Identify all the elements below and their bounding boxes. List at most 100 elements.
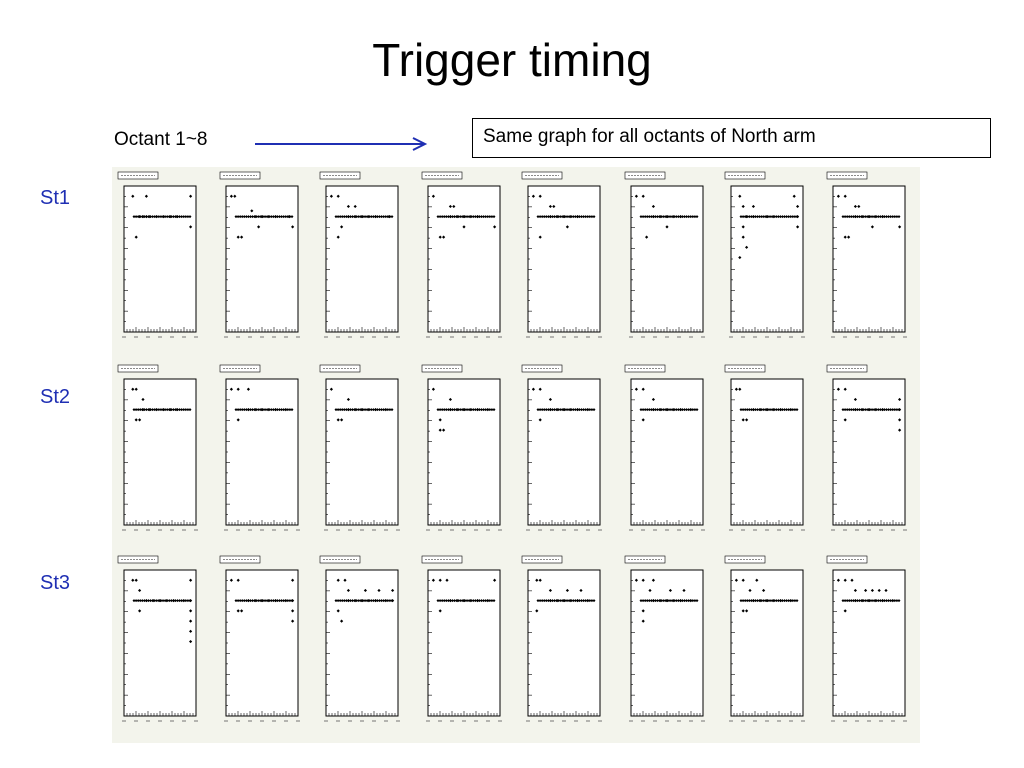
scatter-point — [764, 599, 768, 603]
scatter-point — [490, 215, 494, 219]
scatter-point — [459, 599, 463, 603]
scatter-point — [847, 215, 851, 219]
scatter-point — [654, 408, 658, 412]
scatter-point — [649, 599, 653, 603]
scatter-point — [467, 408, 471, 412]
scatter-point — [342, 599, 346, 603]
scatter-point — [384, 215, 388, 219]
scatter-point — [843, 235, 847, 239]
scatter-point — [651, 215, 655, 219]
scatter-point — [885, 215, 889, 219]
scatter-point — [858, 408, 862, 412]
scatter-point — [147, 599, 151, 603]
scatter-point — [475, 215, 479, 219]
scatter-point — [785, 599, 789, 603]
scatter-point — [670, 215, 674, 219]
scatter-point — [351, 408, 355, 412]
scatter-point — [666, 408, 670, 412]
scatter-point — [371, 599, 375, 603]
scatter-point — [841, 408, 845, 412]
scatter-plot-st2-oct5 — [521, 364, 602, 531]
scatter-point — [751, 215, 755, 219]
scatter-point — [544, 215, 548, 219]
scatter-point — [340, 599, 344, 603]
scatter-point — [691, 599, 695, 603]
scatter-point — [841, 215, 845, 219]
scatter-point — [885, 408, 889, 412]
scatter-point — [367, 408, 371, 412]
scatter-point — [151, 215, 155, 219]
scatter-point — [242, 408, 246, 412]
scatter-point — [764, 215, 768, 219]
scatter-point — [751, 408, 755, 412]
scatter-point — [571, 408, 575, 412]
plot-frame — [527, 185, 601, 333]
scatter-point — [668, 408, 672, 412]
scatter-point — [278, 215, 282, 219]
scatter-point — [586, 408, 590, 412]
scatter-point — [236, 599, 240, 603]
scatter-point — [149, 408, 153, 412]
scatter-point — [138, 418, 142, 422]
scatter-point — [469, 408, 473, 412]
station-label-st2: St2 — [40, 386, 71, 408]
scatter-point — [380, 599, 384, 603]
scatter-point — [569, 215, 573, 219]
scatter-point — [488, 408, 492, 412]
scatter-point — [664, 215, 668, 219]
scatter-point — [240, 609, 244, 613]
scatter-point — [741, 599, 745, 603]
scatter-point — [582, 215, 586, 219]
scatter-point — [780, 408, 784, 412]
scatter-point — [349, 408, 353, 412]
scatter-point — [739, 599, 743, 603]
scatter-point — [378, 599, 382, 603]
scatter-point — [693, 215, 697, 219]
scatter-point — [557, 408, 561, 412]
scatter-point — [563, 408, 567, 412]
scatter-point — [265, 408, 269, 412]
scatter-point — [860, 408, 864, 412]
scatter-point — [891, 408, 895, 412]
scatter-point — [884, 588, 888, 593]
scatter-point — [142, 599, 146, 603]
scatter-point — [155, 215, 159, 219]
scatter-point — [567, 599, 571, 603]
scatter-point — [250, 209, 254, 213]
scatter-point — [643, 215, 647, 219]
scatter-point — [355, 599, 359, 603]
scatter-point — [868, 408, 872, 412]
scatter-point — [189, 225, 193, 229]
scatter-point — [484, 215, 488, 219]
plot-frame — [427, 185, 501, 333]
scatter-point — [680, 599, 684, 603]
scatter-point — [375, 215, 379, 219]
scatter-point — [375, 408, 379, 412]
scatter-point — [136, 408, 140, 412]
scatter-point — [880, 215, 884, 219]
scatter-point — [477, 408, 481, 412]
scatter-point — [882, 215, 886, 219]
scatter-point — [438, 609, 442, 613]
scatter-point — [338, 599, 342, 603]
scatter-point — [569, 408, 573, 412]
scatter-point — [776, 408, 780, 412]
scatter-point — [159, 599, 163, 603]
scatter-point — [772, 215, 776, 219]
scatter-point — [259, 599, 263, 603]
scatter-point — [658, 215, 662, 219]
scatter-point — [284, 599, 288, 603]
scatter-point — [242, 599, 246, 603]
scatter-point — [463, 599, 467, 603]
scatter-point — [538, 599, 542, 603]
scatter-point — [889, 599, 893, 603]
scatter-point — [843, 418, 847, 422]
scatter-point — [453, 215, 457, 219]
scatter-point — [338, 408, 342, 412]
scatter-point — [760, 215, 764, 219]
scatter-point — [845, 599, 849, 603]
scatter-point — [745, 599, 749, 603]
scatter-point — [386, 215, 390, 219]
scatter-point — [153, 599, 157, 603]
scatter-point — [789, 215, 793, 219]
